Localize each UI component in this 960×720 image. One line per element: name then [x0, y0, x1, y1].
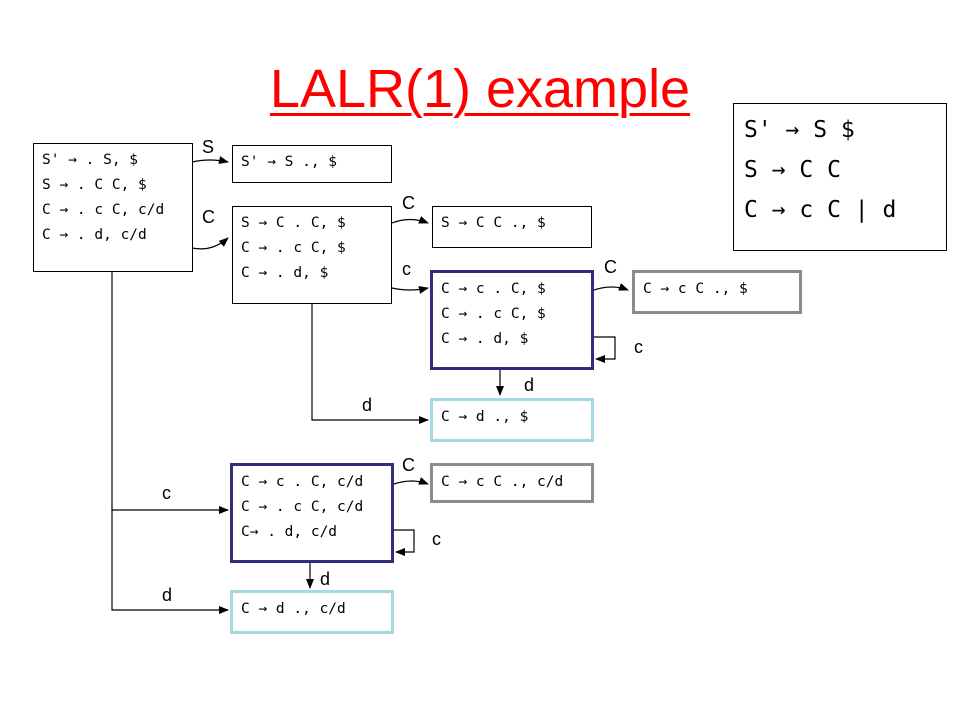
edge-s6-loop [594, 336, 616, 363]
item: C → c . C, c/d [241, 474, 364, 490]
edge-s2-s5 [391, 216, 429, 224]
grammar-rule: C → c C | d [744, 197, 897, 223]
edge-label: d [320, 569, 331, 589]
grammar-box: S' → S $ S → C C C → c C | d [733, 103, 947, 251]
edge-s2-s7 [311, 304, 429, 424]
item: C → . c C, $ [241, 240, 346, 256]
edge-label: C [202, 207, 215, 227]
edge-s2-s6 [391, 286, 429, 294]
edge-label: d [362, 395, 373, 415]
item: C → d ., c/d [241, 601, 346, 617]
edge-label: S [202, 137, 215, 157]
state-s0: S' → . S, $ S → . C C, $ C → . c C, c/d … [33, 143, 193, 272]
edge-label: C [402, 193, 415, 213]
item: C→ . d, c/d [241, 524, 338, 540]
edge-s0-s1 [191, 156, 229, 164]
edge-label: d [162, 585, 173, 605]
state-s3: C → c . C, c/d C → . c C, c/d C→ . d, c/… [230, 463, 394, 563]
item: S → . C C, $ [42, 177, 147, 193]
item: S' → . S, $ [42, 152, 139, 168]
state-s6: C → c . C, $ C → . c C, $ C → . d, $ [430, 270, 594, 370]
state-s7: C → d ., $ [430, 398, 594, 442]
state-s4: C → d ., c/d [230, 590, 394, 634]
state-s8: C → c C ., c/d [430, 463, 594, 503]
edge-s3-s8 [393, 477, 429, 485]
edge-s0-s3 [111, 272, 229, 514]
edge-s0-s4 [111, 510, 229, 614]
state-s1: S' → S ., $ [232, 145, 392, 183]
edge-label: c [162, 483, 171, 503]
edge-s6-s9 [593, 283, 629, 291]
item: C → . c C, c/d [42, 202, 165, 218]
item: C → c C ., $ [643, 281, 748, 297]
grammar-rule: S' → S $ [744, 117, 855, 143]
item: S → C . C, $ [241, 215, 346, 231]
edge-s3-loop [394, 529, 415, 556]
edge-s0-s2 [191, 237, 229, 250]
item: C → c C ., c/d [441, 474, 564, 490]
state-s5: S → C C ., $ [432, 206, 592, 248]
grammar-rule: S → C C [744, 157, 841, 183]
page-title: LALR(1) example [269, 59, 691, 119]
item: C → . c C, c/d [241, 499, 364, 515]
edge-label: C [402, 455, 415, 475]
item: C → . d, $ [441, 331, 529, 347]
item: S' → S ., $ [241, 154, 338, 170]
edge-label: c [432, 529, 441, 549]
edge-label: d [524, 375, 535, 395]
edge-label: c [402, 259, 411, 279]
item: S → C C ., $ [441, 215, 546, 231]
item: C → . c C, $ [441, 306, 546, 322]
item: C → . d, $ [241, 265, 329, 281]
edge-label: c [634, 337, 643, 357]
item: C → d ., $ [441, 409, 529, 425]
item: C → c . C, $ [441, 281, 546, 297]
item: C → . d, c/d [42, 227, 147, 243]
edge-label: C [604, 257, 617, 277]
state-s2: S → C . C, $ C → . c C, $ C → . d, $ [232, 206, 392, 304]
state-s9: C → c C ., $ [632, 270, 802, 314]
